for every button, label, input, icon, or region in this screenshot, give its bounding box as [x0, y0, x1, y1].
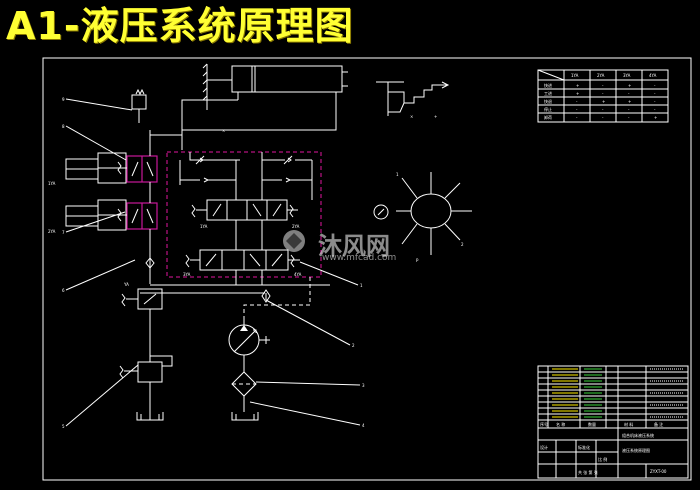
valve-label: 2YA [292, 224, 300, 229]
table-cell: - [576, 107, 578, 112]
svg-text:5: 5 [62, 424, 65, 429]
table-cell: 卸荷 [544, 114, 552, 120]
pressure-switch [131, 88, 147, 123]
table-cell: 工进 [544, 90, 552, 96]
table-cell: - [654, 91, 656, 96]
directional-valve-lower: 3YA 4YA [183, 220, 302, 285]
svg-text:+: + [434, 114, 437, 119]
table-cell: - [602, 91, 604, 96]
valve-label: 1YA [48, 181, 56, 186]
svg-text:9: 9 [62, 97, 65, 102]
rotary-selector: 1 P 2 [373, 172, 472, 263]
table-cell: + [602, 99, 605, 104]
table-cell: 快进 [544, 82, 552, 88]
tank-left [136, 412, 164, 421]
table-header: 3YA [623, 73, 631, 78]
title-block-header: 备 注 [654, 421, 663, 427]
valve-label: 1YA [200, 224, 208, 229]
control-block [166, 151, 322, 278]
table-cell: - [628, 115, 630, 120]
table-cell: - [602, 115, 604, 120]
table-cell: 停止 [544, 106, 552, 112]
motion-cycle-diagram: + × [376, 81, 450, 119]
svg-text:7: 7 [62, 230, 65, 235]
table-cell: - [628, 91, 630, 96]
table-cell: 快退 [544, 98, 552, 104]
svg-text:1: 1 [360, 283, 363, 288]
svg-text:8: 8 [62, 124, 65, 129]
svg-text:6: 6 [62, 288, 65, 293]
table-header: 1YA [571, 73, 579, 78]
title-block-header: 序号 [540, 421, 548, 427]
action-table: 1YA 2YA 3YA 4YA 快进 + - + - 工进 + - - - 快退… [537, 69, 669, 123]
valve-label: 4YA [294, 272, 302, 277]
table-cell: - [628, 107, 630, 112]
table-cell: + [576, 91, 579, 96]
directional-valve-upper: 1YA 2YA [191, 199, 300, 229]
svg-text:×: × [222, 128, 225, 133]
table-cell: - [654, 83, 656, 88]
table-cell: - [602, 107, 604, 112]
svg-text:×: × [410, 114, 413, 119]
title-block-header: 材 料 [624, 421, 633, 427]
drawing-title: A1-液压系统原理图 [6, 4, 354, 48]
filter [231, 371, 257, 412]
watermark-url: www.mfcad.com [322, 253, 397, 263]
drawing-code: ZYXT-00 [650, 469, 667, 474]
title-block-cell: 比 例 [598, 456, 607, 462]
valve-label: 3YA [183, 272, 191, 277]
title-block-footer: 共 张 第 张 [578, 469, 598, 475]
solenoid-valve-2: 2YA [48, 199, 158, 234]
table-cell: + [628, 99, 631, 104]
watermark-text: 沐风网 [318, 232, 390, 260]
relief-valve-upper: YA [121, 282, 163, 362]
svg-text:2: 2 [461, 242, 464, 247]
svg-text:YA: YA [123, 282, 129, 287]
table-cell: + [576, 83, 579, 88]
table-cell: - [602, 83, 604, 88]
title-block-cell: 标准化 [578, 444, 590, 450]
drawing-frame [42, 57, 692, 481]
tank-right [231, 412, 259, 421]
hydraulic-pump [228, 318, 270, 372]
title-block-header: 名 称 [556, 421, 565, 427]
table-cell: - [576, 115, 578, 120]
svg-text:2: 2 [352, 343, 355, 348]
title-block-header: 数量 [588, 421, 596, 427]
svg-text:1: 1 [396, 172, 399, 177]
relief-valve-lower [119, 355, 173, 420]
svg-text:P: P [416, 258, 419, 263]
project-name: 组合机床液压系统 [622, 432, 654, 438]
table-header: 2YA [597, 73, 605, 78]
table-cell: - [576, 99, 578, 104]
table-cell: - [654, 99, 656, 104]
valve-label: 2YA [48, 229, 56, 234]
throttle-valves [179, 152, 313, 200]
watermark-logo [283, 230, 305, 252]
table-cell: + [628, 83, 631, 88]
drawing-name: 液压系统原理图 [622, 447, 650, 453]
svg-text:4: 4 [362, 423, 365, 428]
title-block-cell: 设计 [540, 444, 548, 450]
svg-text:3: 3 [362, 383, 365, 388]
solenoid-valve-1: 1YA [48, 152, 158, 186]
table-cell: - [654, 107, 656, 112]
table-header: 4YA [649, 73, 657, 78]
hydraulic-cylinder [202, 63, 348, 110]
table-cell: + [654, 115, 657, 120]
title-block: 序号 名 称 数量 材 料 备 注 设计 标准化 比 例 组合机床液压系统 液压… [537, 365, 689, 479]
